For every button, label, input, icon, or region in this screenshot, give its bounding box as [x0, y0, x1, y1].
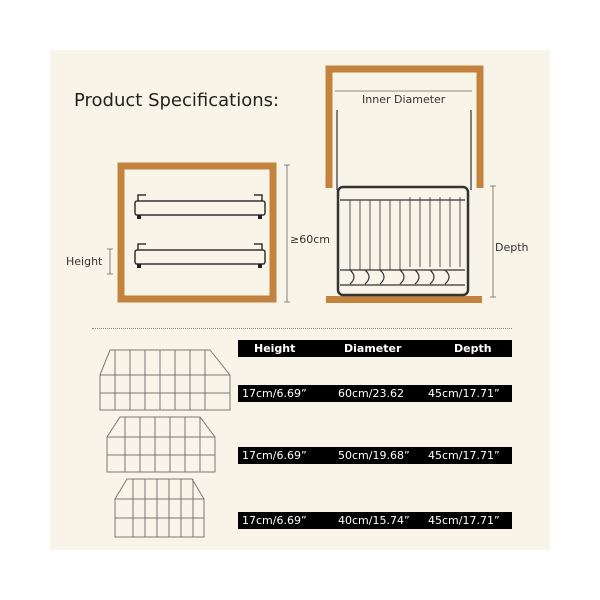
table-row: 17cm/6.69” 40cm/15.74” 45cm/17.71” [238, 512, 512, 529]
table-header: Height Diameter Depth [238, 340, 512, 357]
cell-height: 17cm/6.69” [242, 387, 307, 400]
header-height: Height [254, 342, 296, 355]
min-height-label: ≥60cm [290, 233, 330, 246]
header-diameter: Diameter [344, 342, 402, 355]
cell-depth: 45cm/17.71” [428, 514, 500, 527]
right-cabinet-diagram [325, 65, 496, 303]
cell-diameter: 50cm/19.68” [338, 449, 410, 462]
cell-height: 17cm/6.69” [242, 449, 307, 462]
cell-height: 17cm/6.69” [242, 514, 307, 527]
cell-diameter: 60cm/23.62 [338, 387, 404, 400]
header-depth: Depth [454, 342, 492, 355]
table-row: 17cm/6.69” 60cm/23.62 45cm/17.71” [238, 385, 512, 402]
inner-diameter-label: Inner Diameter [362, 93, 446, 106]
page-title: Product Specifications: [74, 90, 280, 111]
basket-40cm [114, 478, 205, 538]
cell-depth: 45cm/17.71” [428, 387, 500, 400]
height-label: Height [66, 255, 103, 268]
depth-label: Depth [495, 241, 529, 254]
divider [92, 328, 512, 329]
basket-50cm [106, 416, 216, 473]
basket-illustrations [99, 349, 231, 538]
table-row: 17cm/6.69” 50cm/19.68” 45cm/17.71” [238, 447, 512, 464]
cabinet-diagrams [107, 65, 496, 303]
cell-diameter: 40cm/15.74” [338, 514, 410, 527]
cell-depth: 45cm/17.71” [428, 449, 500, 462]
basket-60cm [99, 349, 231, 411]
left-cabinet-diagram [107, 162, 290, 303]
